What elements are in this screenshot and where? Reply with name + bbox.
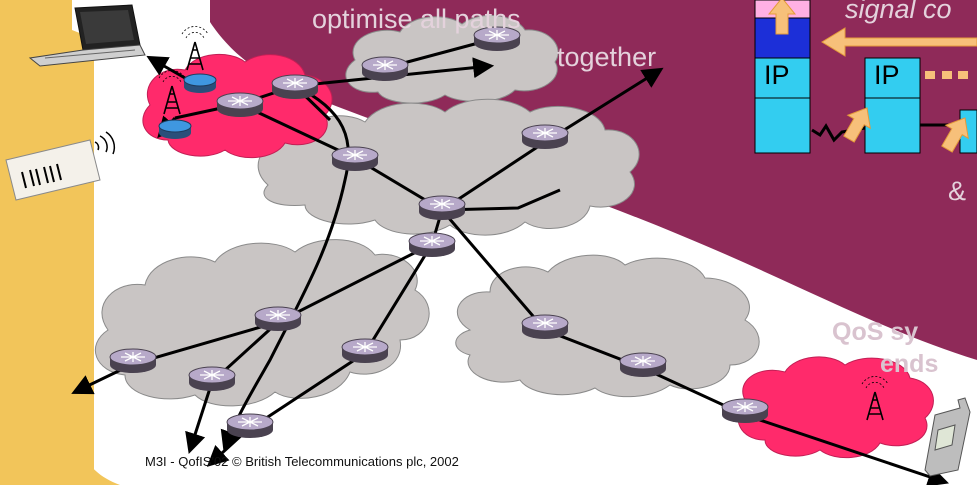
router-icon [418,195,466,221]
annotation-qos-line2: ends [880,350,939,378]
router-icon [408,232,456,258]
router-icon [183,73,217,94]
left-arrow [821,27,977,57]
router-icon [216,92,264,118]
router-icon [521,124,569,150]
router-icon [226,413,274,439]
annotation-amp: & [948,176,967,206]
annotation-signal: signal co [845,0,952,24]
router-icon [331,146,379,172]
core-cloud-right [455,254,760,398]
stack-ip-label-right: IP [874,60,900,90]
laptop-icon [28,4,146,67]
access-cloud-right [737,356,934,459]
stack-ip-label-left: IP [764,60,790,90]
router-icon [341,338,389,364]
annotation-together: together [557,42,657,72]
annotation-qos-line1: QoS sy [832,318,919,346]
router-icon [361,56,409,82]
router-icon [109,348,157,374]
router-icon [254,306,302,332]
mobile-phone-icon [924,397,971,477]
router-icon [721,398,769,424]
router-icon [619,352,667,378]
barcode-card-icon [5,131,116,201]
router-icon [521,314,569,340]
router-icon [188,366,236,392]
annotation-optimise: optimise all paths [312,4,521,34]
footer-copyright: M3I - QofIS'02 © British Telecommunicati… [145,454,459,469]
serial-link [811,123,866,143]
router-icon [271,74,319,100]
router-icon [158,119,192,140]
protocol-stack-right [864,57,921,154]
